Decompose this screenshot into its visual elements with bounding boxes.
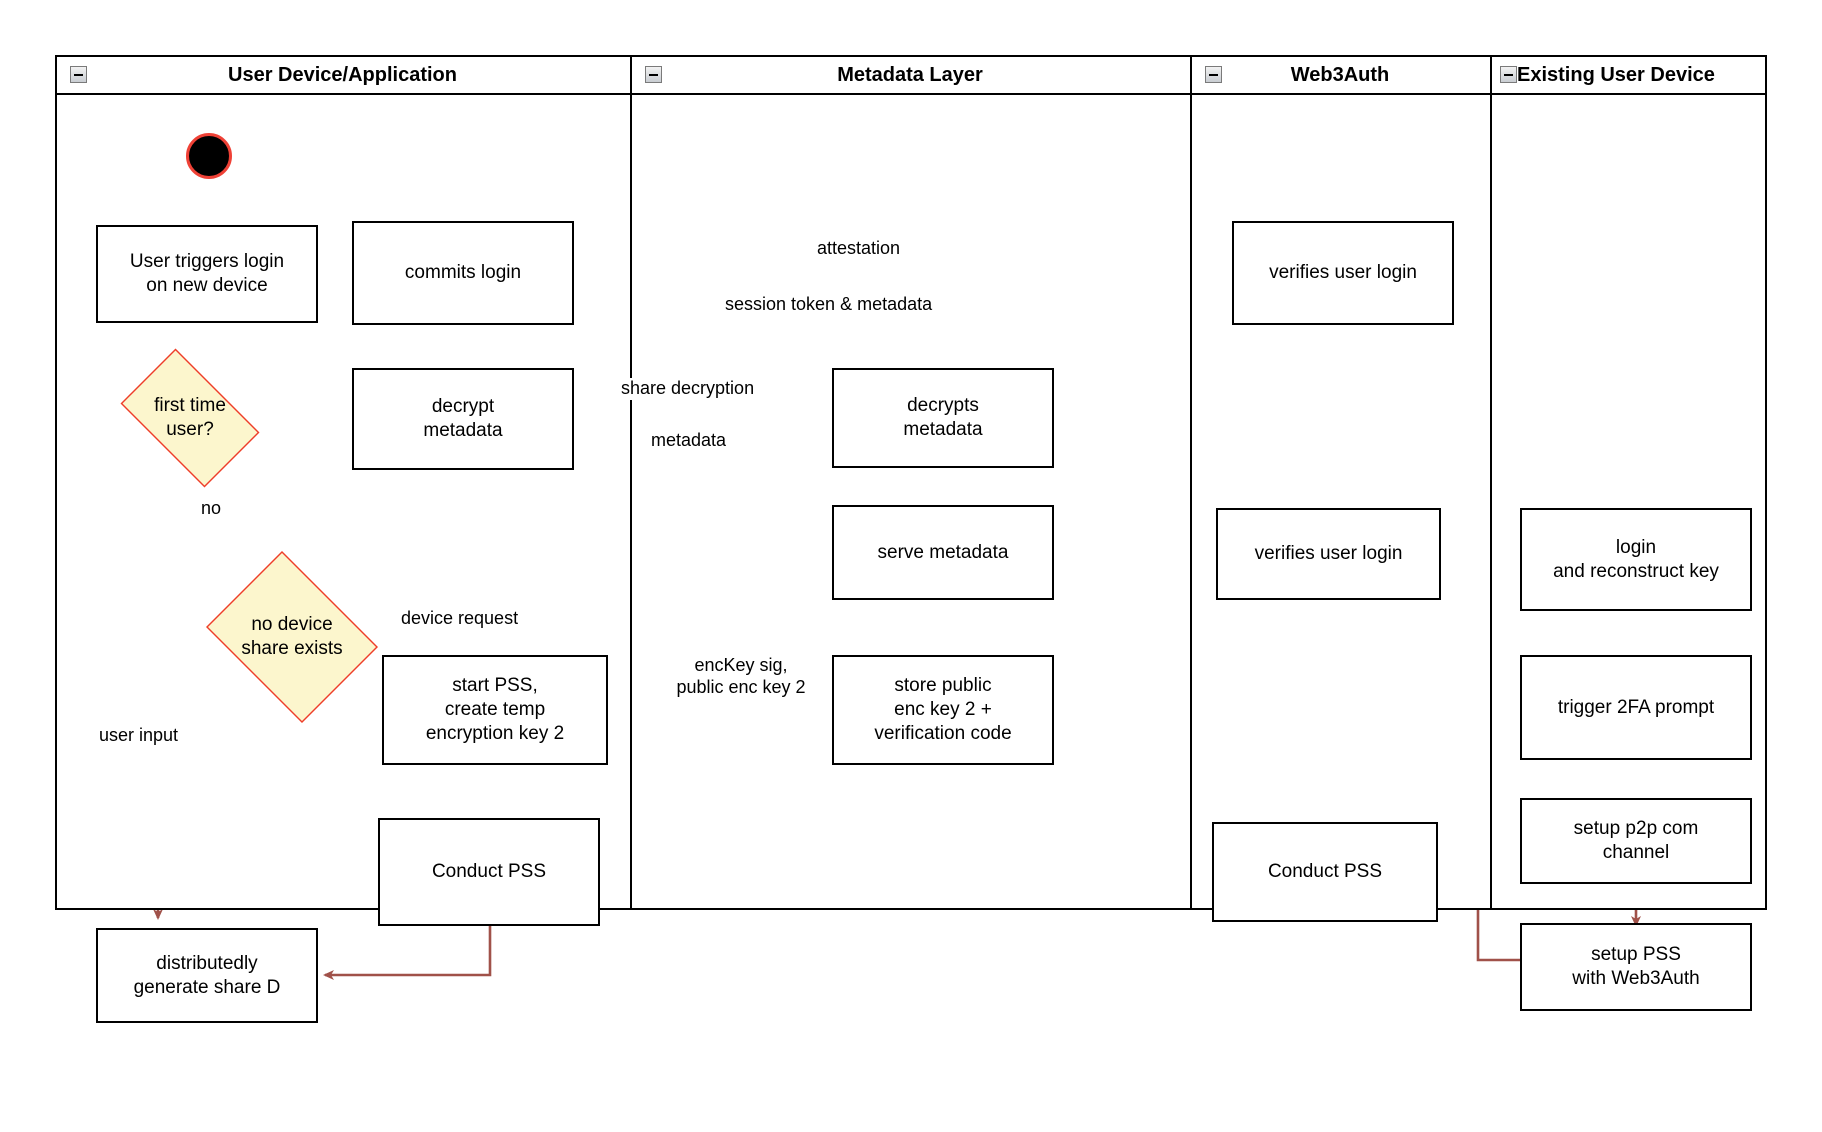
lane-title-existing-user-device: Existing User Device — [1517, 64, 1715, 86]
swimlane-header-row — [55, 55, 1767, 95]
swimlane-frame — [55, 55, 1767, 910]
collapse-icon[interactable] — [70, 66, 87, 83]
activity-setup-pss-with-web3auth[interactable]: setup PSS with Web3Auth — [1520, 923, 1752, 1011]
edge-label-device-request: device request — [398, 608, 522, 630]
activity-trigger-2fa-prompt[interactable]: trigger 2FA prompt — [1520, 655, 1752, 760]
collapse-icon[interactable] — [1500, 66, 1517, 83]
activity-user-triggers-login[interactable]: User triggers login on new device — [96, 225, 318, 323]
lane-divider-1 — [630, 55, 632, 910]
lane-divider-2 — [1190, 55, 1192, 910]
activity-decrypt-metadata[interactable]: decrypt metadata — [352, 368, 574, 470]
edge-label-attestation: attestation — [814, 238, 904, 260]
collapse-icon[interactable] — [1205, 66, 1222, 83]
activity-verifies-user-login-1[interactable]: verifies user login — [1232, 221, 1454, 325]
decision-label: first time user? — [154, 395, 226, 440]
decision-no-device-share-exists[interactable]: no device share exists — [196, 551, 388, 723]
edge-label-user-input: user input — [96, 725, 182, 747]
start-node — [186, 133, 232, 179]
activity-start-pss-create-temp-key[interactable]: start PSS, create temp encryption key 2 — [382, 655, 608, 765]
lane-title-metadata-layer: Metadata Layer — [837, 64, 983, 86]
edge-label-metadata: metadata — [648, 430, 730, 452]
lane-divider-3 — [1490, 55, 1492, 910]
edge-label-share-decryption: share decryption — [618, 378, 758, 400]
collapse-icon[interactable] — [645, 66, 662, 83]
activity-verifies-user-login-2[interactable]: verifies user login — [1216, 508, 1441, 600]
decision-label: no device share exists — [241, 614, 343, 659]
edge-label-enckey-sig: encKey sig, public enc key 2 — [650, 655, 832, 699]
edge-label-no: no — [198, 498, 225, 520]
activity-conduct-pss-user[interactable]: Conduct PSS — [378, 818, 600, 926]
activity-store-public-enc-key[interactable]: store public enc key 2 + verification co… — [832, 655, 1054, 765]
decision-first-time-user[interactable]: first time user? — [106, 348, 274, 488]
activity-serve-metadata[interactable]: serve metadata — [832, 505, 1054, 600]
activity-login-and-reconstruct-key[interactable]: login and reconstruct key — [1520, 508, 1752, 611]
activity-setup-p2p-com-channel[interactable]: setup p2p com channel — [1520, 798, 1752, 884]
activity-commits-login[interactable]: commits login — [352, 221, 574, 325]
edge-label-session-token-metadata: session token & metadata — [722, 294, 936, 316]
activity-distributedly-generate-share-d[interactable]: distributedly generate share D — [96, 928, 318, 1023]
activity-conduct-pss-web3auth[interactable]: Conduct PSS — [1212, 822, 1438, 922]
lane-title-web3auth: Web3Auth — [1290, 64, 1390, 86]
lane-title-user-device: User Device/Application — [228, 64, 457, 86]
activity-decrypts-metadata[interactable]: decrypts metadata — [832, 368, 1054, 468]
